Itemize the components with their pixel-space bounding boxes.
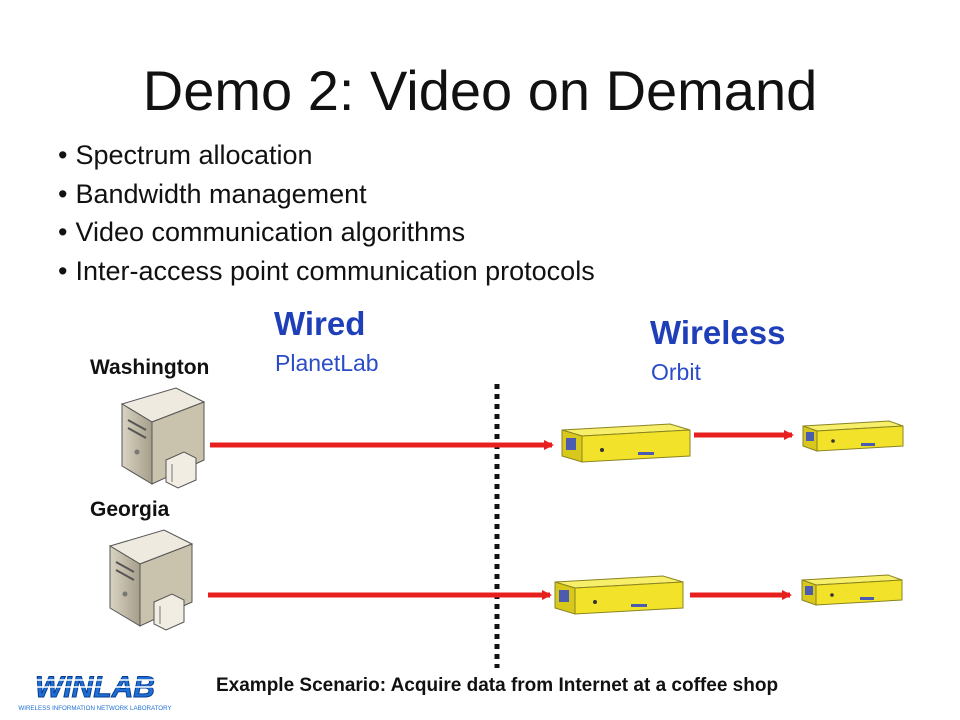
site-label-georgia: Georgia <box>90 498 170 521</box>
client-device-icon <box>802 420 904 452</box>
wireless-heading: Wireless <box>650 314 786 351</box>
logo-subtext: WIRELESS INFORMATION NETWORK LABORATORY <box>18 705 171 712</box>
client-device-icon <box>801 574 903 606</box>
slide-title: Demo 2: Video on Demand <box>142 59 818 122</box>
winlab-logo: WINLAB WIRELESS INFORMATION NETWORK LABO… <box>14 671 176 712</box>
bullet-list: Spectrum allocation Bandwidth management… <box>58 136 595 291</box>
server-icon <box>120 387 206 489</box>
bullet-item: Spectrum allocation <box>58 136 595 175</box>
wireless-subheading: Orbit <box>651 359 701 385</box>
bullet-item: Inter-access point communication protoco… <box>58 252 594 291</box>
bullet-item: Bandwidth management <box>58 175 595 214</box>
access-point-icon <box>561 423 691 463</box>
wired-subheading: PlanetLab <box>275 350 379 376</box>
bullet-item: Video communication algorithms <box>58 213 595 252</box>
access-point-icon <box>554 575 684 615</box>
site-label-washington: Washington <box>90 356 210 379</box>
wired-heading: Wired <box>274 305 366 342</box>
server-icon <box>108 529 194 631</box>
scenario-caption: Example Scenario: Acquire data from Inte… <box>216 675 779 696</box>
